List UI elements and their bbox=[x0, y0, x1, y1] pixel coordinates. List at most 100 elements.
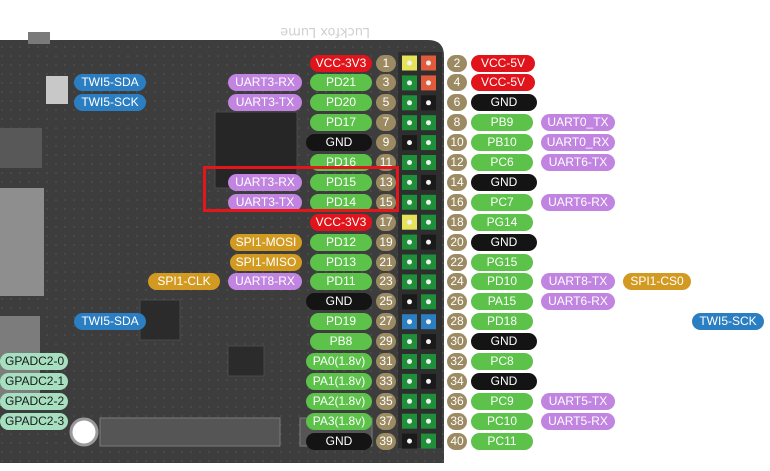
pin-name-32: PC8 bbox=[471, 353, 533, 370]
pin-27-function: TWI5-SDA bbox=[74, 313, 146, 331]
pin-name-20: GND bbox=[471, 233, 537, 251]
pin-number-15: 15 bbox=[376, 193, 396, 211]
header-pad-hole bbox=[426, 100, 431, 106]
pin-number-21: 21 bbox=[376, 253, 396, 271]
pin-number-28: 28 bbox=[447, 313, 467, 331]
pin-37-function: GPADC2-3 bbox=[0, 412, 68, 430]
pin-name-37: PA3(1.8v) bbox=[306, 412, 372, 430]
pin-number-12: 12 bbox=[447, 154, 467, 171]
header-pad-hole bbox=[407, 219, 412, 225]
pin-name-15: PD14 bbox=[310, 193, 372, 211]
pin-number-20: 20 bbox=[447, 233, 467, 251]
header-pad-hole bbox=[426, 299, 431, 305]
highlight-box bbox=[203, 166, 399, 212]
pin-23-function: UART8-RX bbox=[228, 273, 302, 291]
pin-name-10: PB10 bbox=[471, 134, 533, 152]
header-pad-hole bbox=[426, 339, 431, 345]
header-pad-hole bbox=[407, 160, 412, 165]
pin-13-function: UART3-RX bbox=[228, 173, 302, 191]
pin-16-function: UART6-RX bbox=[541, 193, 615, 211]
pin-21-function: SPI1-MISO bbox=[230, 253, 302, 271]
header-pad-hole bbox=[407, 120, 412, 126]
pin-name-14: GND bbox=[471, 173, 537, 191]
pin-number-39: 39 bbox=[376, 432, 396, 450]
header-pad-hole bbox=[426, 120, 431, 126]
pin-name-12: PC6 bbox=[471, 154, 533, 171]
header-pad-hole bbox=[407, 339, 412, 345]
pin-name-35: PA2(1.8v) bbox=[306, 392, 372, 410]
pin-name-4: VCC-5V bbox=[471, 74, 535, 92]
header-pad-hole bbox=[426, 279, 431, 285]
header-pad-hole bbox=[407, 418, 412, 424]
pin-36-function: UART5-TX bbox=[541, 392, 615, 410]
pin-name-29: PB8 bbox=[310, 333, 372, 351]
header-pad-hole bbox=[426, 80, 431, 86]
header-pad-hole bbox=[407, 378, 412, 384]
pin-number-7: 7 bbox=[376, 114, 396, 132]
pin-number-32: 32 bbox=[447, 353, 467, 370]
pin-name-16: PC7 bbox=[471, 193, 533, 211]
header-pad-hole bbox=[426, 140, 431, 146]
header-pad-hole bbox=[426, 239, 431, 245]
pin-3-function: UART3-RX bbox=[228, 74, 302, 92]
pin-name-17: VCC-3V3 bbox=[310, 213, 372, 231]
pin-number-10: 10 bbox=[447, 134, 467, 152]
pin-name-13: PD15 bbox=[310, 173, 372, 191]
pin-28-function: TWI5-SCK bbox=[692, 313, 764, 331]
pin-8-function: UART0_TX bbox=[541, 114, 615, 132]
pin-number-30: 30 bbox=[447, 333, 467, 351]
header-pad-hole bbox=[426, 378, 431, 384]
pin-name-25: GND bbox=[306, 293, 372, 311]
pin-number-36: 36 bbox=[447, 392, 467, 410]
header-pad-hole bbox=[407, 80, 412, 86]
header-pad-hole bbox=[407, 319, 412, 325]
pin-number-34: 34 bbox=[447, 372, 467, 390]
pin-number-19: 19 bbox=[376, 233, 396, 251]
pin-number-1: 1 bbox=[376, 54, 396, 72]
header-pads bbox=[402, 55, 436, 449]
pin-number-17: 17 bbox=[376, 213, 396, 231]
pin-number-14: 14 bbox=[447, 173, 467, 191]
header-pad-hole bbox=[426, 418, 431, 424]
pin-name-31: PA0(1.8v) bbox=[306, 353, 372, 370]
header-pad-hole bbox=[407, 438, 412, 444]
pin-name-30: GND bbox=[471, 333, 537, 351]
pin-10-function: UART0_RX bbox=[541, 134, 615, 152]
pin-number-23: 23 bbox=[376, 273, 396, 291]
header-pad-hole bbox=[426, 199, 431, 205]
pin-number-27: 27 bbox=[376, 313, 396, 331]
pin-name-3: PD21 bbox=[310, 74, 372, 92]
header-pad-hole bbox=[407, 259, 412, 265]
header-pad-hole bbox=[407, 359, 412, 364]
pin-24-function: SPI1-CS0 bbox=[623, 273, 691, 291]
header-pad-hole bbox=[407, 279, 412, 285]
pin-name-24: PD10 bbox=[471, 273, 533, 291]
pin-number-40: 40 bbox=[447, 432, 467, 450]
pin-31-function: GPADC2-0 bbox=[0, 353, 68, 370]
header-pad-hole bbox=[407, 140, 412, 146]
pin-name-5: PD20 bbox=[310, 94, 372, 112]
pin-name-38: PC10 bbox=[471, 412, 533, 430]
pin-5-function: TWI5-SCK bbox=[74, 94, 146, 112]
pin-number-24: 24 bbox=[447, 273, 467, 291]
header-pad-hole bbox=[407, 60, 412, 66]
pin-name-22: PG15 bbox=[471, 253, 533, 271]
pin-number-26: 26 bbox=[447, 293, 467, 311]
pin-name-28: PD18 bbox=[471, 313, 533, 331]
pin-number-6: 6 bbox=[447, 94, 467, 112]
pin-number-3: 3 bbox=[376, 74, 396, 92]
pin-name-9: GND bbox=[306, 134, 372, 152]
header-pad-hole bbox=[426, 359, 431, 364]
pin-number-18: 18 bbox=[447, 213, 467, 231]
pin-number-33: 33 bbox=[376, 372, 396, 390]
pin-5-function: UART3-TX bbox=[228, 94, 302, 112]
pin-number-25: 25 bbox=[376, 293, 396, 311]
pin-name-40: PC11 bbox=[471, 432, 533, 450]
pin-number-13: 13 bbox=[376, 173, 396, 191]
pin-name-6: GND bbox=[471, 94, 537, 112]
pin-number-16: 16 bbox=[447, 193, 467, 211]
header-pad-hole bbox=[426, 259, 431, 265]
pin-38-function: UART5-RX bbox=[541, 412, 615, 430]
pin-name-27: PD19 bbox=[310, 313, 372, 331]
pin-3-function: TWI5-SDA bbox=[74, 74, 146, 92]
